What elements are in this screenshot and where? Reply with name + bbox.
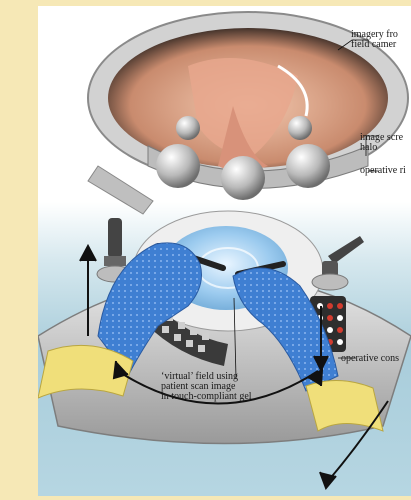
surgical-console-illustration xyxy=(38,6,411,496)
ring-ball xyxy=(221,156,265,200)
label-virtual-field: ‘virtual’ field using patient scan image… xyxy=(161,372,252,402)
ring-ball xyxy=(156,144,200,188)
illustration-panel: imagery fro field camer image scre halo … xyxy=(38,6,411,496)
label-operative-console: operative cons xyxy=(341,354,399,364)
ring-ball xyxy=(176,116,200,140)
label-imagery: imagery fro field camer xyxy=(351,30,398,50)
label-operative-ring: operative ri xyxy=(360,166,406,176)
ring-ball xyxy=(288,116,312,140)
label-image-screen-halo: image scre halo xyxy=(360,133,403,153)
ring-ball xyxy=(286,144,330,188)
